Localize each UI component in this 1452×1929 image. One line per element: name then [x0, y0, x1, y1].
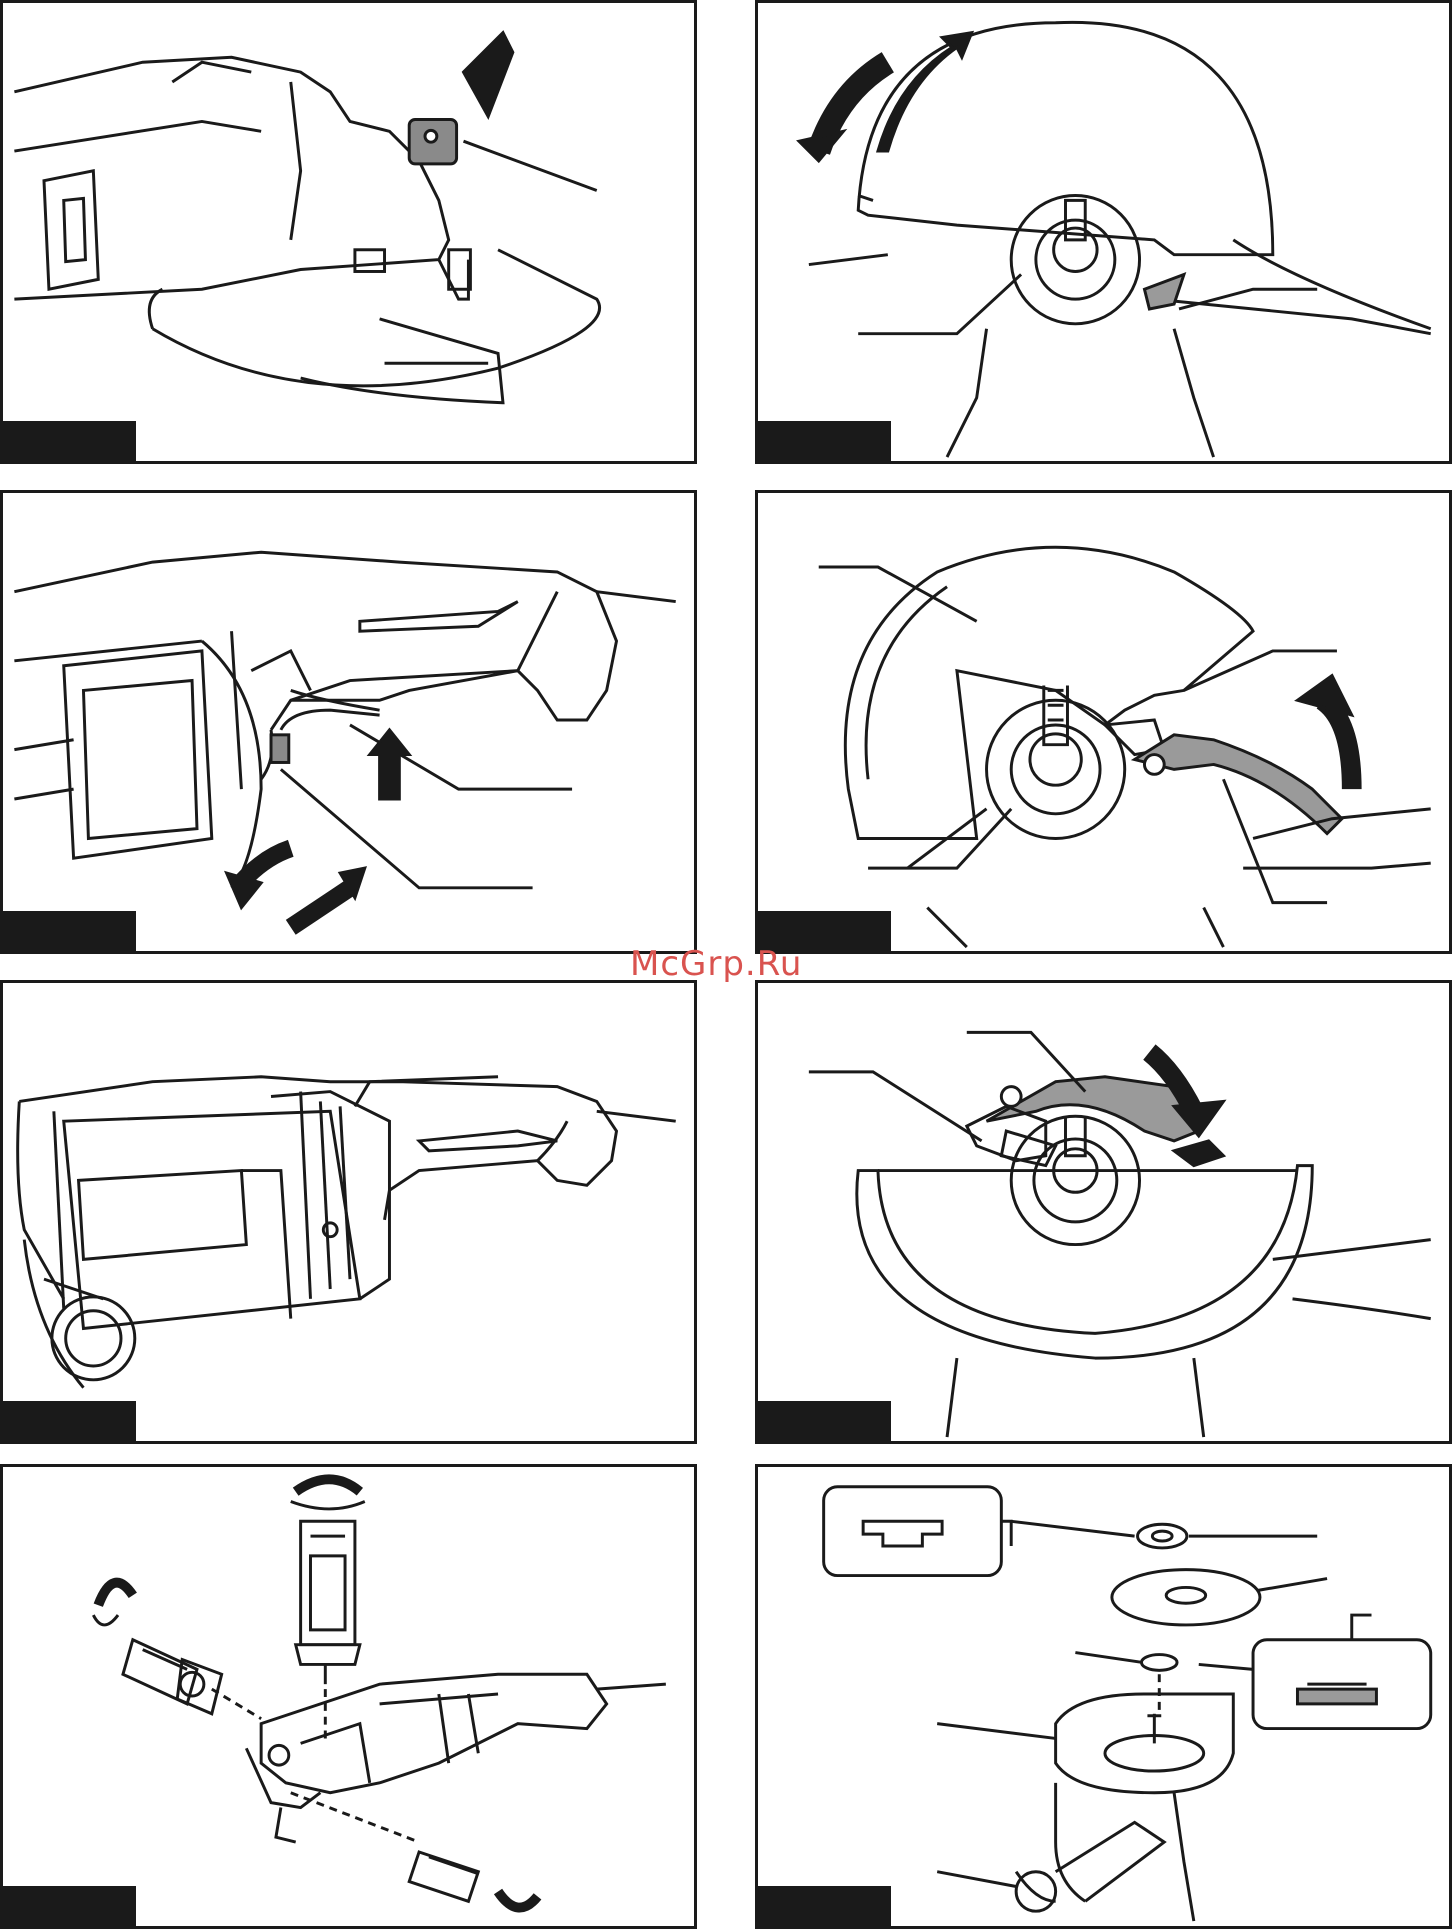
figure-7-tab — [3, 1886, 136, 1926]
figure-3-tab — [3, 911, 136, 951]
figure-8-panel — [755, 1464, 1452, 1929]
figure-2-panel — [755, 0, 1452, 464]
figure-3-panel — [0, 490, 697, 954]
tool-body-side-view-illustration — [3, 983, 694, 1441]
wheel-guard-rotation-illustration — [758, 3, 1449, 461]
figure-5-tab — [3, 1401, 136, 1441]
guard-lever-lock-illustration — [758, 983, 1449, 1441]
figure-5-panel — [0, 980, 697, 1444]
guard-lever-release-illustration — [758, 493, 1449, 951]
figure-6-tab — [758, 1401, 891, 1441]
switch-lock-illustration — [3, 493, 694, 951]
watermark-text: McGrp.Ru — [630, 944, 802, 984]
figure-7-panel — [0, 1464, 697, 1929]
spindle-lock-illustration — [3, 3, 694, 461]
figure-4-panel — [755, 490, 1452, 954]
side-handle-mounting-illustration — [3, 1467, 694, 1926]
figure-1-panel — [0, 0, 697, 464]
figure-1-tab — [3, 421, 136, 461]
figure-2-tab — [758, 421, 891, 461]
figure-6-panel — [755, 980, 1452, 1444]
wheel-flange-assembly-illustration — [758, 1467, 1449, 1926]
figure-8-tab — [758, 1886, 891, 1926]
